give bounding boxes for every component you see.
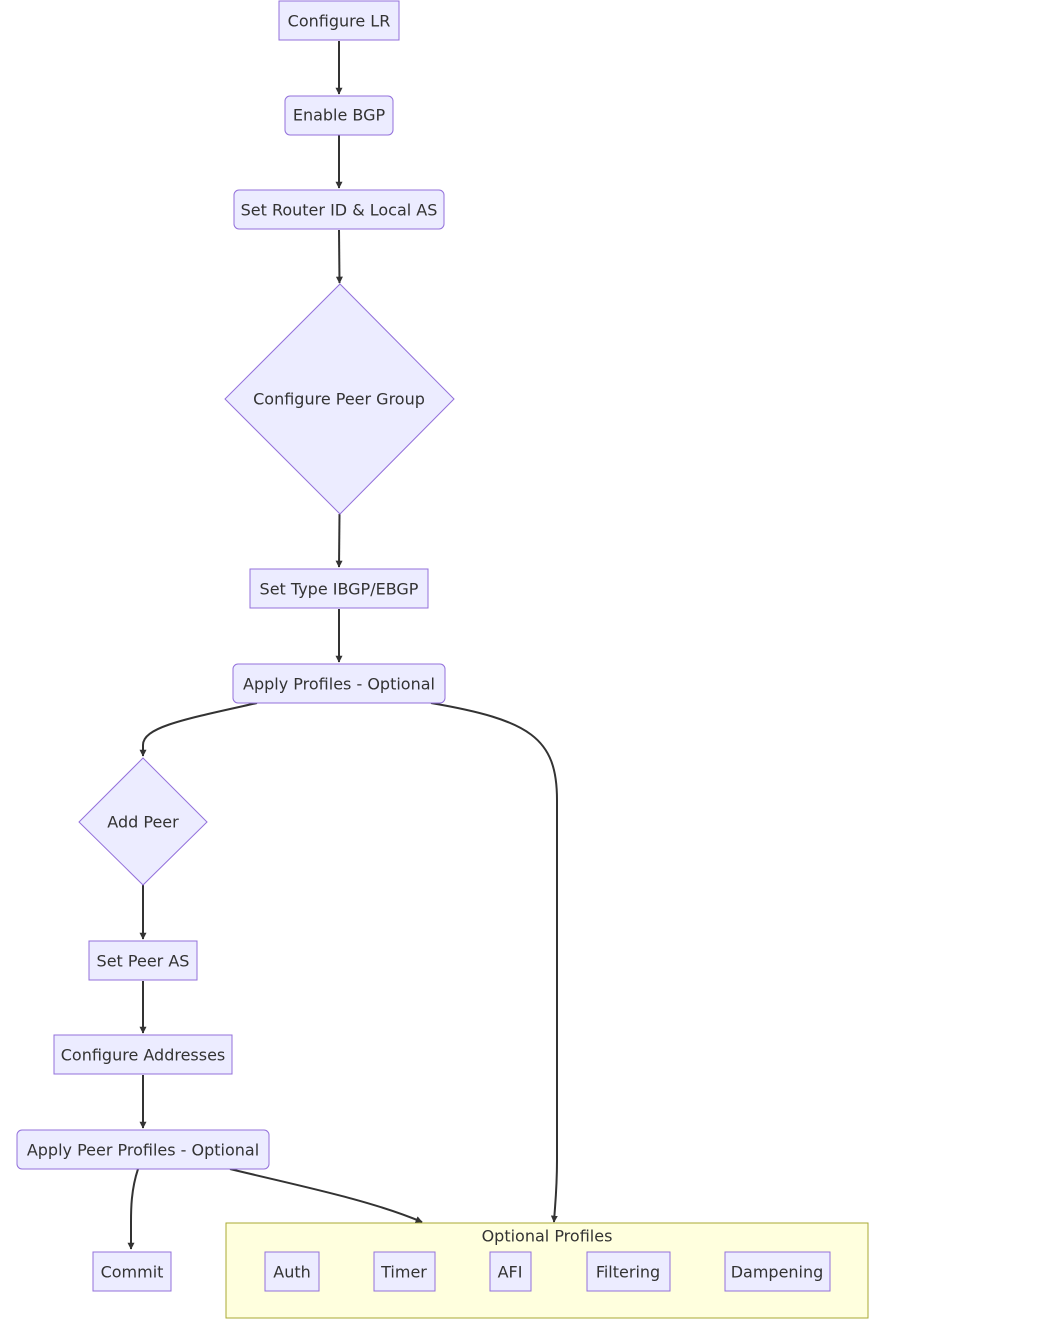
node-commit-label: Commit — [101, 1263, 164, 1282]
node-add-peer-label: Add Peer — [107, 813, 179, 832]
node-configure-addresses: Configure Addresses — [53, 1034, 233, 1075]
edge-apply-profiles-to-optional-profiles — [430, 702, 558, 1223]
node-dampening: Dampening — [724, 1251, 831, 1292]
edge-apply-peer-profiles-to-optional-profiles — [229, 1168, 423, 1223]
edge-apply-peer-profiles-to-commit — [127, 1168, 139, 1250]
node-filtering-label: Filtering — [596, 1263, 660, 1282]
edge-set-router-id-to-configure-peer-group — [335, 229, 343, 284]
node-timer-label: Timer — [380, 1263, 427, 1282]
node-set-type-label: Set Type IBGP/EBGP — [260, 580, 419, 599]
node-apply-profiles: Apply Profiles - Optional — [232, 663, 446, 704]
optional-profiles-title: Optional Profiles — [482, 1227, 613, 1246]
node-afi-label: AFI — [498, 1263, 523, 1282]
node-set-router-id: Set Router ID & Local AS — [233, 189, 445, 230]
node-add-peer: Add Peer — [78, 757, 208, 886]
node-apply-peer-profiles-label: Apply Peer Profiles - Optional — [27, 1141, 259, 1160]
node-auth-label: Auth — [273, 1263, 311, 1282]
node-apply-profiles-label: Apply Profiles - Optional — [243, 675, 435, 694]
node-enable-bgp: Enable BGP — [284, 95, 394, 136]
node-set-router-id-label: Set Router ID & Local AS — [241, 201, 438, 220]
edge-configure-peer-group-to-set-type — [335, 513, 343, 568]
node-configure-addresses-label: Configure Addresses — [61, 1046, 226, 1065]
node-commit: Commit — [92, 1251, 172, 1292]
node-configure-peer-group: Configure Peer Group — [224, 283, 455, 515]
node-filtering: Filtering — [586, 1251, 671, 1292]
edges — [127, 41, 558, 1250]
node-apply-peer-profiles: Apply Peer Profiles - Optional — [16, 1129, 270, 1170]
node-enable-bgp-label: Enable BGP — [293, 106, 386, 125]
node-auth: Auth — [264, 1251, 320, 1292]
node-set-peer-as: Set Peer AS — [88, 940, 198, 981]
node-dampening-label: Dampening — [731, 1263, 824, 1282]
node-set-type: Set Type IBGP/EBGP — [249, 568, 429, 609]
node-configure-lr: Configure LR — [278, 0, 400, 41]
node-afi: AFI — [489, 1251, 532, 1292]
edge-apply-profiles-to-add-peer — [139, 702, 258, 757]
node-configure-peer-group-label: Configure Peer Group — [253, 390, 425, 409]
node-timer: Timer — [373, 1251, 436, 1292]
node-configure-lr-label: Configure LR — [288, 12, 391, 31]
node-set-peer-as-label: Set Peer AS — [97, 952, 190, 971]
